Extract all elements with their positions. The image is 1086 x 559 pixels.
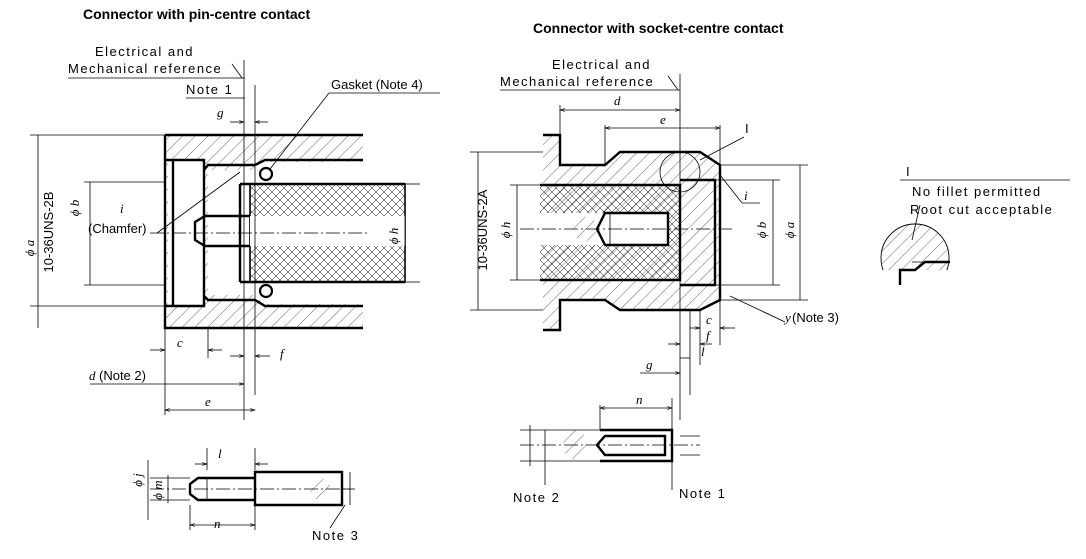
socket-dim-y-note: (Note 3) — [792, 310, 839, 325]
socket-detail-marker: I — [745, 121, 749, 136]
pin-connector-title: Connector with pin-centre contact — [83, 6, 310, 22]
pin-detail-dim-n: n — [214, 516, 221, 531]
socket-dim-phi-b: ϕ b — [754, 221, 769, 238]
pin-dim-e: e — [205, 394, 211, 409]
pin-ref-line1: Electrical and — [95, 44, 194, 59]
socket-contact-detail: n Note 2 Note 1 — [513, 392, 726, 505]
pin-detail-phi-j: ϕ j — [130, 473, 145, 487]
pin-dim-d: d — [89, 368, 96, 383]
socket-dim-y: y — [783, 310, 791, 325]
detail-note-line1: No fillet permitted — [912, 184, 1042, 199]
pin-thread-label: 10-36UNS-2B — [41, 192, 56, 273]
socket-connector-title: Connector with socket-centre contact — [533, 20, 784, 36]
pin-gasket-top — [258, 166, 274, 182]
pin-note3: Note 3 — [312, 528, 359, 543]
socket-dim-c: c — [706, 312, 712, 327]
detail-note-line2: Root cut acceptable — [910, 202, 1053, 217]
socket-connector-drawing: Electrical and Mechanical reference d e … — [470, 57, 839, 420]
socket-dim-l: l — [701, 344, 705, 359]
pin-detail-dim-l: l — [218, 446, 222, 461]
socket-thread-label: 10-36UNS-2A — [475, 189, 490, 270]
pin-gasket-bottom — [258, 283, 274, 299]
socket-dim-f: f — [706, 328, 712, 343]
socket-ref-line2: Mechanical reference — [500, 74, 654, 89]
socket-dim-phi-h: ϕ h — [498, 222, 513, 238]
socket-note1: Note 1 — [679, 486, 726, 501]
pin-dim-f: f — [280, 346, 286, 361]
pin-dim-i: i — [120, 201, 124, 216]
pin-dim-phi-h: ϕ h — [386, 228, 401, 244]
pin-ref-line2: Mechanical reference — [68, 61, 222, 76]
pin-gasket-label: Gasket (Note 4) — [331, 77, 423, 92]
pin-note1: Note 1 — [186, 82, 233, 97]
pin-chamfer-label: (Chamfer) — [88, 221, 147, 236]
pin-connector-drawing: Electrical and Mechanical reference Note… — [22, 44, 440, 420]
socket-dim-d: d — [614, 93, 621, 108]
socket-dim-i: i — [744, 188, 748, 203]
socket-dim-e: e — [660, 112, 666, 127]
pin-dim-c: c — [177, 335, 183, 350]
socket-dim-phi-a: ϕ a — [782, 221, 797, 238]
pin-contact-detail: l n ϕ j ϕ m Note 3 — [130, 446, 359, 543]
pin-dim-phi-a: ϕ a — [22, 239, 37, 256]
detail-marker: I — [906, 164, 910, 179]
pin-dim-phi-b: ϕ b — [67, 199, 82, 216]
pin-detail-phi-m: ϕ m — [150, 480, 165, 499]
socket-note2: Note 2 — [513, 490, 560, 505]
detail-i-drawing: I No fillet permitted Root cut acceptabl… — [880, 164, 1070, 295]
pin-dim-d-note: (Note 2) — [99, 368, 146, 383]
pin-dim-g: g — [217, 105, 224, 120]
socket-dim-g: g — [646, 357, 653, 372]
socket-ref-line1: Electrical and — [552, 57, 651, 72]
socket-detail-dim-n: n — [636, 392, 643, 407]
